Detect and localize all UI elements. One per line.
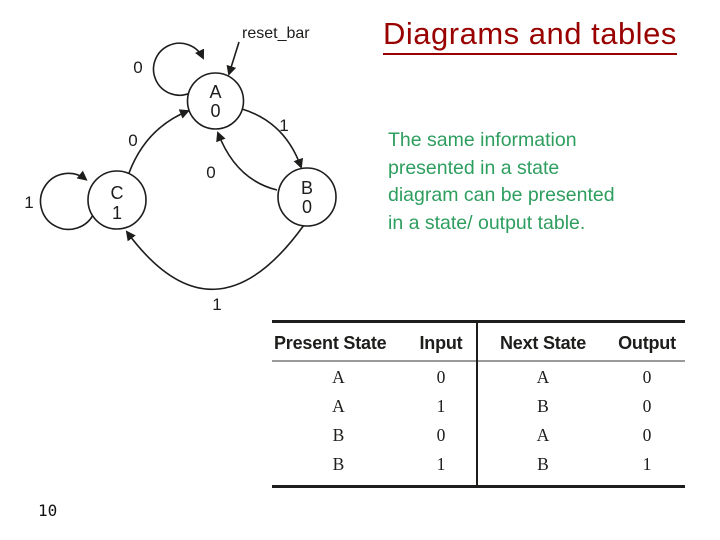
table-bottom-rule [272, 485, 685, 488]
table-cell: 0 [436, 367, 446, 387]
body-text-line: presented in a state [388, 156, 560, 179]
transition-c-self-loop [39, 170, 95, 231]
table-cell: B [537, 454, 549, 474]
label-a-self: 0 [133, 58, 142, 77]
state-b-name: B [301, 178, 313, 198]
table-cell: A [536, 425, 550, 445]
state-b-circle [277, 167, 337, 227]
transition-b-to-a [216, 131, 278, 191]
state-c-name: C [111, 183, 124, 203]
table-grid: Present State Input Next State Output A … [272, 324, 685, 479]
table-cell: 1 [642, 454, 652, 474]
body-text: The same information presented in a stat… [388, 127, 668, 237]
table-header-rule [272, 360, 685, 362]
column-header-output: Output [618, 333, 676, 353]
reset-bar-label: reset_bar [242, 25, 310, 42]
table-cell: 1 [436, 396, 446, 416]
table-cell: 0 [436, 425, 446, 445]
transition-a-to-b [241, 108, 304, 169]
state-a-output: 0 [210, 101, 220, 121]
table-cell: A [536, 367, 550, 387]
table-cell: A [332, 367, 345, 387]
state-output-table: Present State Input Next State Output A … [272, 318, 685, 492]
table-cell: A [332, 396, 345, 416]
reset-arrow [226, 41, 240, 76]
label-b-to-a: 0 [206, 163, 215, 182]
label-a-to-b: 1 [279, 116, 288, 135]
state-c-circle [87, 170, 147, 230]
table-cell: 0 [642, 396, 652, 416]
column-header-next-state: Next State [499, 333, 587, 353]
table-cell: B [332, 454, 345, 474]
transition-b-to-c [125, 224, 305, 291]
page-title: Diagrams and tables [383, 17, 677, 55]
transition-c-to-a [128, 109, 190, 174]
state-c-output: 1 [112, 203, 122, 223]
column-header-input: Input [419, 333, 463, 353]
column-header-present-state: Present State [274, 333, 387, 353]
table-cell: 0 [642, 367, 652, 387]
label-b-to-c: 1 [212, 295, 221, 314]
state-diagram: A 0 B 0 C 1 reset_bar 0 0 1 0 1 1 [24, 25, 337, 314]
state-b-output: 0 [302, 197, 312, 217]
label-c-to-a: 0 [128, 131, 137, 150]
body-text-line: diagram can be presented [388, 184, 615, 206]
table-cell: B [332, 425, 345, 445]
body-text-line: The same information [388, 129, 577, 151]
table-cell: B [537, 396, 549, 416]
table-top-rule [272, 320, 685, 323]
state-a-circle [186, 72, 245, 130]
label-c-self: 1 [24, 193, 33, 212]
body-text-line: in a state/ output table. [388, 211, 586, 234]
transition-a-self-loop [152, 42, 205, 96]
table-cell: 0 [642, 425, 652, 445]
table-cell: 1 [436, 454, 446, 474]
table-vertical-divider [476, 320, 478, 488]
state-a-name: A [209, 82, 221, 102]
page-number: 10 [38, 501, 58, 520]
